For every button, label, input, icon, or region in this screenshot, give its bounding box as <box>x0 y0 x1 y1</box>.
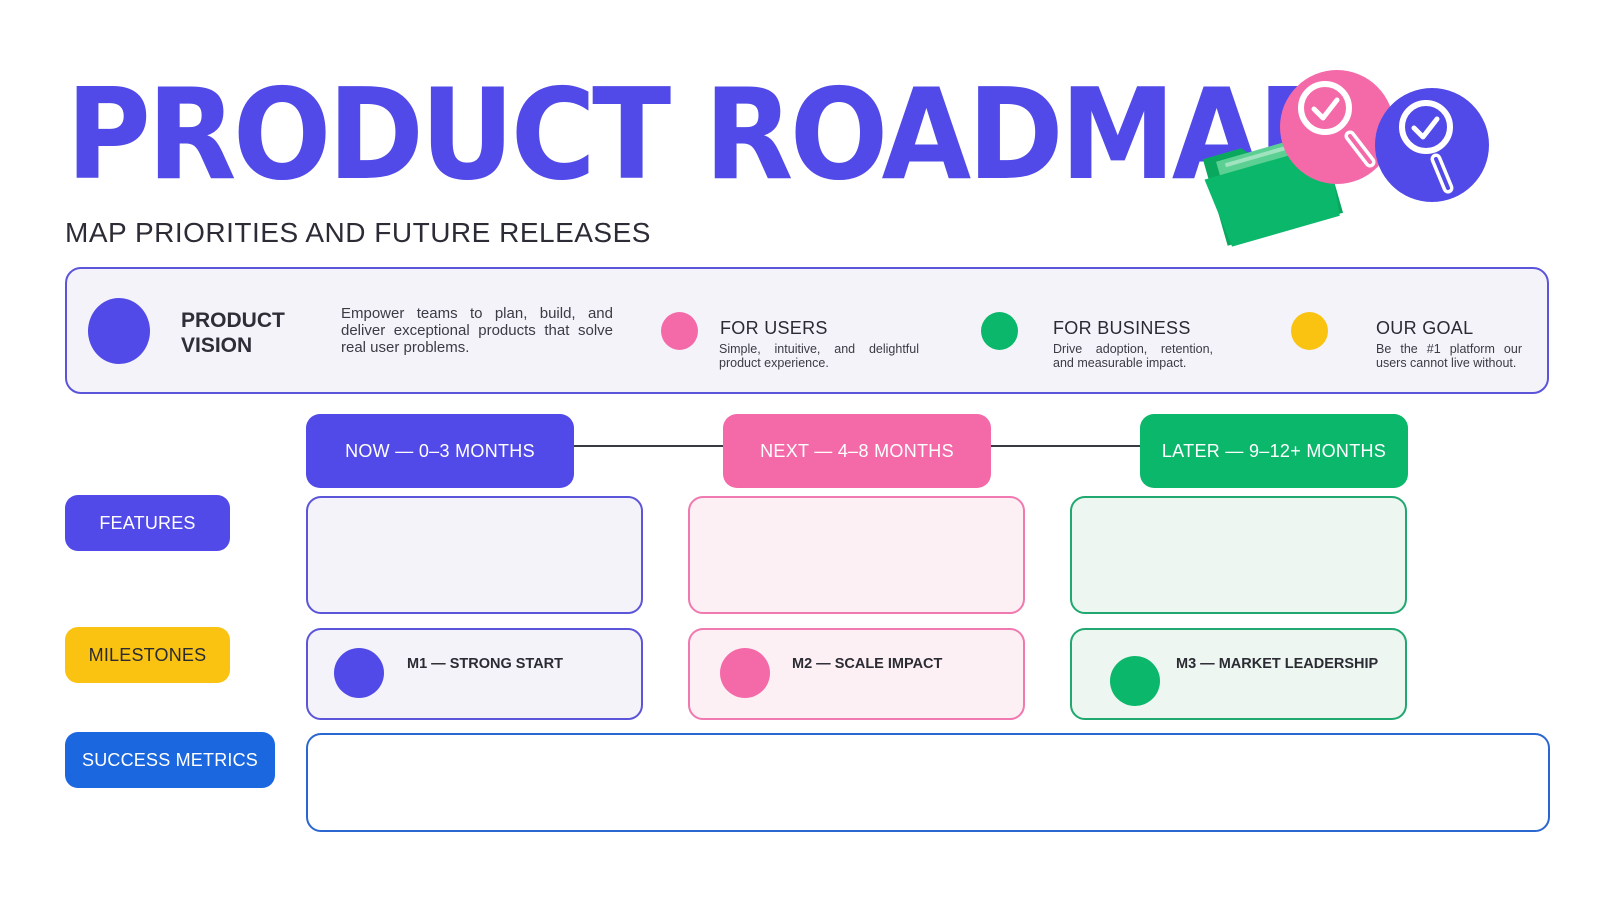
business-dot <box>981 312 1018 350</box>
phase-now: NOW — 0–3 MONTHS <box>306 414 574 488</box>
goal-text: Be the #1 platform our users cannot live… <box>1376 342 1522 370</box>
users-heading: FOR USERS <box>720 318 828 338</box>
phase-later: LATER — 9–12+ MONTHS <box>1140 414 1408 488</box>
milestone-dot <box>1110 656 1160 706</box>
users-text: Simple, intuitive, and delightful produc… <box>719 342 919 370</box>
vision-title: PRODUCT VISION <box>181 309 285 357</box>
magnifier-check-icon <box>1375 88 1489 202</box>
header-illustration <box>1202 70 1489 247</box>
milestone-dot <box>334 648 384 698</box>
features-cell-next[interactable] <box>688 496 1025 614</box>
users-dot <box>661 312 698 350</box>
milestone-label: M3 — MARKET LEADERSHIP <box>1176 656 1379 672</box>
milestone-label: M2 — SCALE IMPACT <box>792 656 943 672</box>
vision-text: Empower teams to plan, build, and delive… <box>341 305 613 356</box>
row-label-milestones: MILESTONES <box>65 627 230 683</box>
business-text: Drive adoption, retention, and measurabl… <box>1053 342 1213 370</box>
business-heading: FOR BUSINESS <box>1053 318 1191 338</box>
row-label-features: FEATURES <box>65 495 230 551</box>
features-cell-later[interactable] <box>1070 496 1407 614</box>
goal-heading: OUR GOAL <box>1376 318 1474 338</box>
page-subtitle: MAP PRIORITIES AND FUTURE RELEASES <box>65 217 651 248</box>
vision-dot <box>88 298 150 364</box>
row-label-success-metrics: SUCCESS METRICS <box>65 732 275 788</box>
milestone-dot <box>720 648 770 698</box>
features-cell-now[interactable] <box>306 496 643 614</box>
goal-dot <box>1291 312 1328 350</box>
phase-next: NEXT — 4–8 MONTHS <box>723 414 991 488</box>
magnifier-check-icon <box>1280 70 1394 184</box>
page-title: PRODUCT ROADMAP <box>66 61 1343 208</box>
success-metrics-cell[interactable] <box>306 733 1550 832</box>
milestone-label: M1 — STRONG START <box>407 656 564 672</box>
